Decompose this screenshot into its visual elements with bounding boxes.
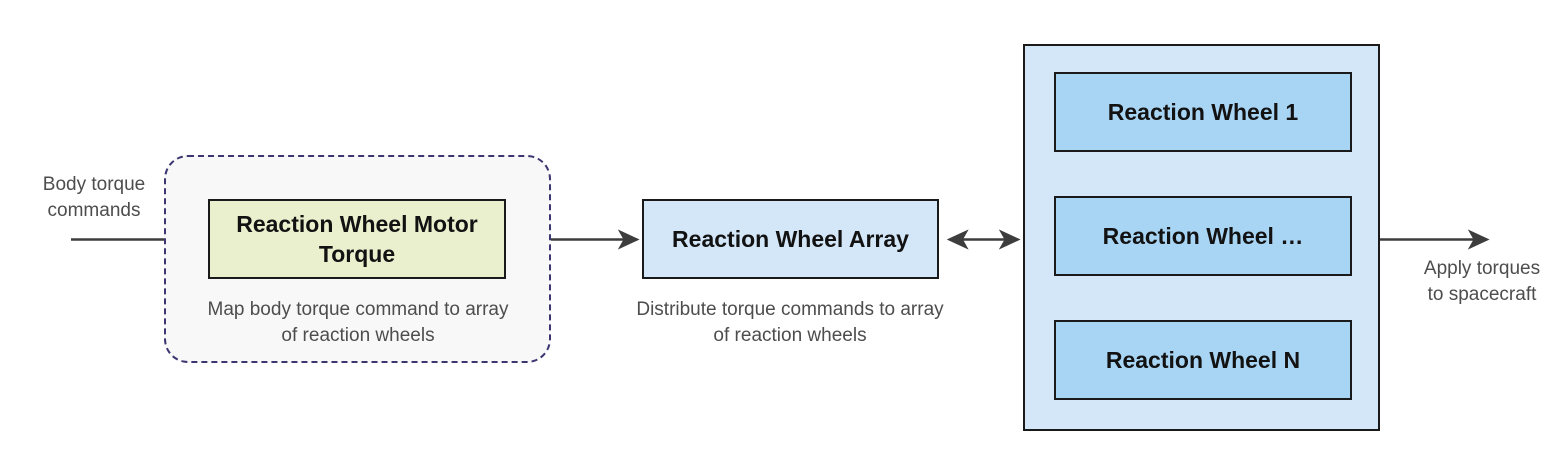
block-reaction-wheel-motor-torque[interactable]: Reaction Wheel Motor Torque — [208, 199, 506, 279]
block-reaction-wheel-ellipsis[interactable]: Reaction Wheel … — [1054, 196, 1352, 276]
block-reaction-wheel-array[interactable]: Reaction Wheel Array — [642, 199, 939, 279]
caption-motor-torque: Map body torque command to array of reac… — [207, 299, 509, 346]
output-label: Apply torques to spacecraft — [1423, 258, 1541, 305]
input-label: Body torque commands — [42, 174, 146, 221]
caption-reaction-wheel-array: Distribute torque commands to array of r… — [636, 299, 944, 346]
block-reaction-wheel-n[interactable]: Reaction Wheel N — [1054, 320, 1352, 400]
block-reaction-wheel-1[interactable]: Reaction Wheel 1 — [1054, 72, 1352, 152]
